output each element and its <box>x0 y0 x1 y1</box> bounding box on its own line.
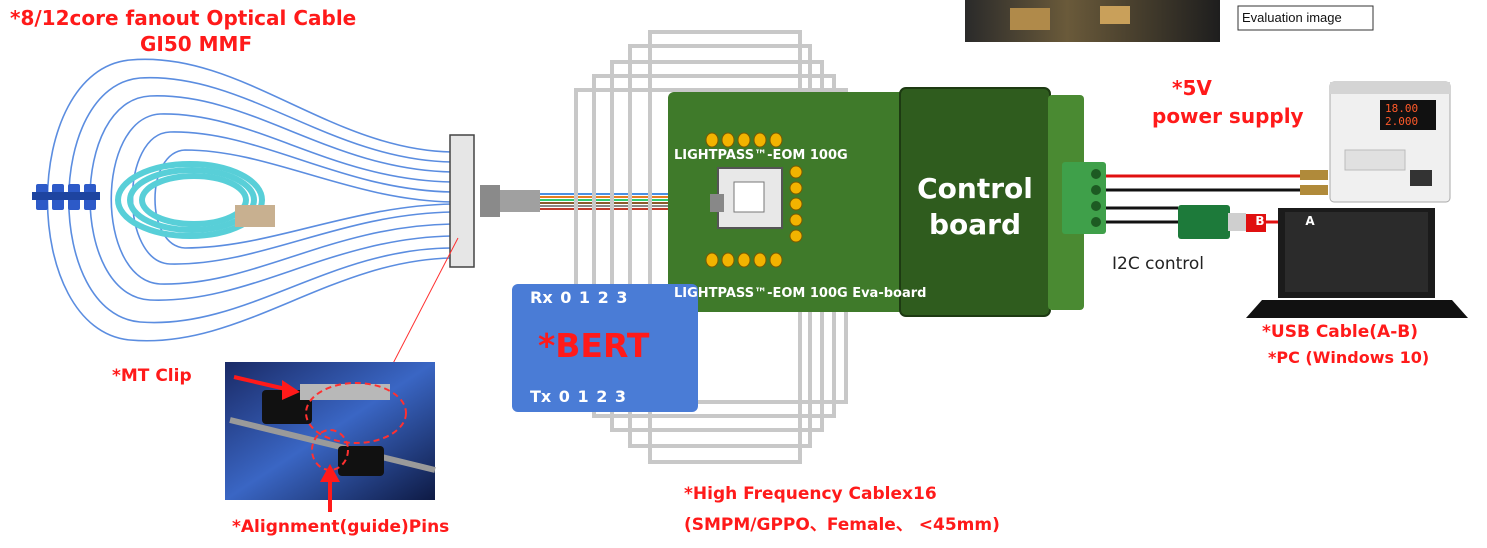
hf-cable-label-1: *High Frequency Cablex16 <box>684 484 937 504</box>
banana-plug-red <box>1300 170 1328 180</box>
eom-top-label: LIGHTPASS™-EOM 100G <box>674 148 848 163</box>
psu-voltage-readout: 18.00 <box>1385 102 1419 115</box>
psu-current-readout: 2.000 <box>1385 115 1419 128</box>
power-supply-photo <box>1329 81 1451 203</box>
mt-clip-arrow <box>233 375 300 400</box>
control-board-label-2: board <box>928 208 1022 241</box>
fanout-fibers <box>46 58 453 342</box>
mpo-adapter <box>480 185 500 217</box>
eom-bottom-label: LIGHTPASS™-EOM 100G Eva-board <box>674 286 927 301</box>
power-supply-label-1: *5V <box>1172 76 1212 100</box>
evaluation-photo <box>965 0 1374 42</box>
fanout-cable-title: *8/12core fanout Optical Cable <box>10 6 357 30</box>
alignment-pins-label: *Alignment(guide)Pins <box>232 517 450 537</box>
mt-connector <box>449 134 475 268</box>
terminal-block <box>1062 162 1106 234</box>
usb-b-port <box>1228 213 1246 231</box>
chip-fiber-input <box>710 194 724 212</box>
alignment-pin-arrow <box>320 464 340 512</box>
coiled-cable-photo <box>115 161 265 239</box>
fiber-connectors <box>32 184 100 210</box>
bert-title: *BERT <box>538 326 650 365</box>
cable-tag <box>235 205 275 227</box>
usb-b-marker <box>1246 214 1266 232</box>
eom-chip-core <box>733 181 765 213</box>
usb-b-letter: B <box>1255 214 1265 228</box>
gold-connectors <box>705 132 803 268</box>
usb-cable-label: *USB Cable(A-B) <box>1262 322 1418 342</box>
i2c-label: I2C control <box>1112 254 1205 274</box>
fanout-cable-subtitle: GI50 MMF <box>140 32 253 56</box>
evaluation-image-caption: Evaluation image <box>1242 10 1342 25</box>
control-board-label-1: Control <box>917 172 1033 205</box>
pc-label: *PC (Windows 10) <box>1268 348 1430 367</box>
bert-box <box>512 284 698 412</box>
power-supply-label-2: power supply <box>1152 104 1304 128</box>
i2c-adapter <box>1178 205 1230 239</box>
usb-a-letter: A <box>1305 214 1315 228</box>
hf-cable-label-2: (SMPM/GPPO、Female、 <45mm) <box>684 515 1000 535</box>
banana-plug-black <box>1300 185 1328 195</box>
laptop-photo <box>1246 208 1468 318</box>
bert-rx-label: Rx 0 1 2 3 <box>530 288 628 307</box>
mt-clip-label: *MT Clip <box>112 366 192 386</box>
mpo-plug <box>500 190 540 212</box>
bert-tx-label: Tx 0 1 2 3 <box>530 387 627 406</box>
